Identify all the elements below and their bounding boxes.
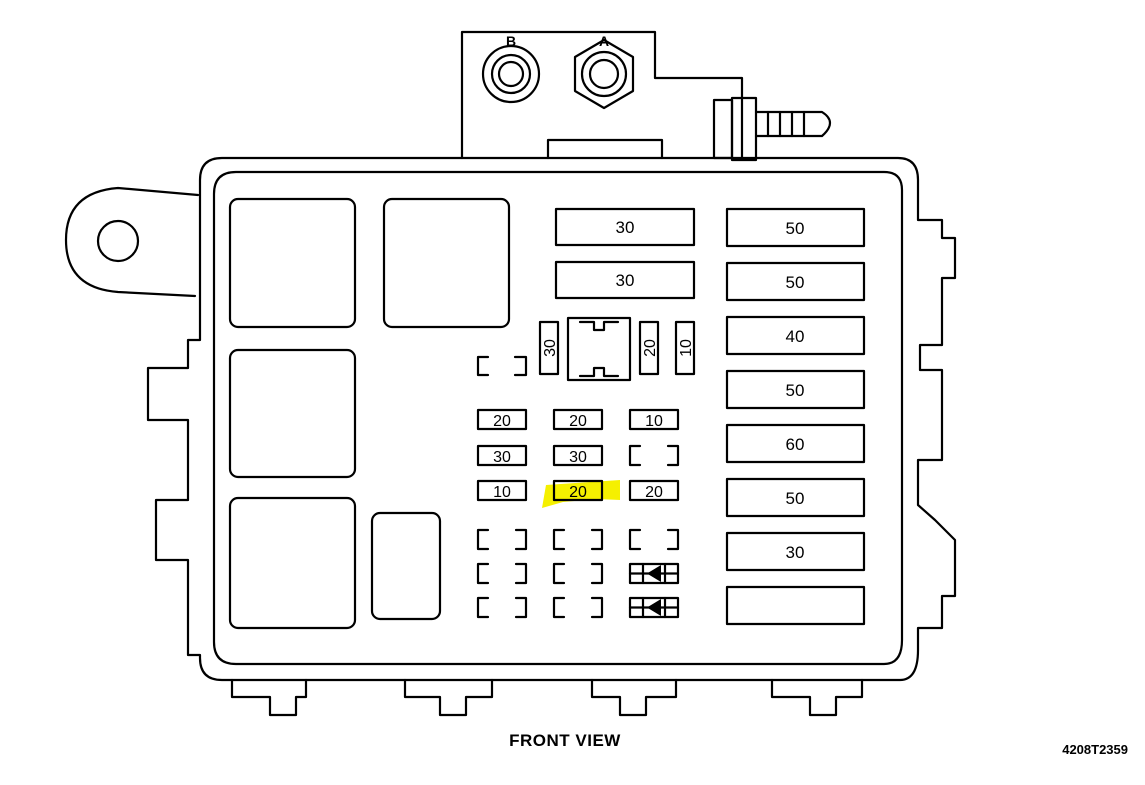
mini-fuse: 20 bbox=[476, 408, 528, 431]
relay bbox=[382, 197, 511, 329]
fuse-rating: 20 bbox=[642, 339, 659, 357]
fuse-rating: 50 bbox=[786, 219, 805, 238]
fuse-rating: 40 bbox=[786, 327, 805, 346]
fuse-rating: 30 bbox=[569, 449, 587, 466]
empty-fuse-slot bbox=[552, 562, 604, 585]
terminal-stud-a bbox=[573, 38, 635, 110]
mini-fuse: 20 bbox=[628, 479, 680, 502]
fuse-rating: 50 bbox=[786, 489, 805, 508]
fuse-rating: 30 bbox=[542, 339, 559, 357]
fuse-rating: 30 bbox=[493, 449, 511, 466]
terminal-label-a: A bbox=[599, 33, 609, 49]
fuse-rating: 30 bbox=[616, 218, 635, 237]
vertical-fuse: 10 bbox=[674, 320, 696, 376]
mini-fuse-highlighted: 20 bbox=[552, 479, 604, 502]
terminal-stud-b bbox=[481, 44, 541, 104]
large-fuse: 50 bbox=[725, 207, 866, 248]
fuse-rating: 20 bbox=[569, 484, 587, 501]
diode-icon bbox=[628, 562, 680, 585]
mini-fuse: 20 bbox=[552, 408, 604, 431]
empty-fuse-slot bbox=[552, 528, 604, 551]
mounting-ear bbox=[64, 186, 200, 298]
fuse-rating: 30 bbox=[786, 543, 805, 562]
relay bbox=[228, 348, 357, 479]
vertical-fuse: 20 bbox=[638, 320, 660, 376]
bottom-tabs bbox=[230, 678, 864, 717]
center-relay bbox=[566, 316, 632, 382]
large-fuse: 60 bbox=[725, 423, 866, 464]
mini-fuse: 10 bbox=[476, 479, 528, 502]
large-fuse: 50 bbox=[725, 261, 866, 302]
fuse-rating: 50 bbox=[786, 273, 805, 292]
mini-fuse: 10 bbox=[628, 408, 680, 431]
empty-fuse-slot bbox=[476, 562, 528, 585]
empty-fuse-slot bbox=[628, 528, 680, 551]
housing-inner bbox=[212, 170, 904, 666]
large-fuse: 50 bbox=[725, 477, 866, 518]
empty-fuse-slot bbox=[476, 528, 528, 551]
fuse-rating: 50 bbox=[786, 381, 805, 400]
empty-fuse-slot bbox=[628, 444, 680, 467]
fuse-rating: 20 bbox=[645, 484, 663, 501]
view-caption: FRONT VIEW bbox=[509, 731, 621, 750]
mini-fuse: 30 bbox=[476, 444, 528, 467]
terminal-label-b: B bbox=[506, 33, 516, 49]
fuse-rating: 20 bbox=[569, 413, 587, 430]
empty-fuse-slot bbox=[476, 596, 528, 619]
large-fuse: 30 bbox=[554, 207, 696, 247]
large-fuse: 30 bbox=[725, 531, 866, 572]
fuse-rating: 30 bbox=[616, 271, 635, 290]
housing-outer bbox=[146, 156, 957, 682]
terminal-bracket bbox=[460, 30, 744, 160]
figure-code: 4208T2359 bbox=[1062, 742, 1128, 757]
large-fuse: 50 bbox=[725, 369, 866, 410]
side-bolt bbox=[712, 96, 832, 162]
fuse-rating: 10 bbox=[645, 413, 663, 430]
relay bbox=[228, 197, 357, 329]
diode-icon bbox=[628, 596, 680, 619]
large-fuse: 40 bbox=[725, 315, 866, 356]
relay-small bbox=[370, 511, 442, 621]
relay bbox=[228, 496, 357, 630]
fuse-rating: 60 bbox=[786, 435, 805, 454]
vertical-fuse: 30 bbox=[538, 320, 560, 376]
fuse-rating: 10 bbox=[678, 339, 695, 357]
empty-fuse-slot bbox=[552, 596, 604, 619]
empty-fuse-slot bbox=[476, 355, 528, 377]
large-fuse: 30 bbox=[554, 260, 696, 300]
fuse-rating: 20 bbox=[493, 413, 511, 430]
large-fuse-slot-empty bbox=[725, 585, 866, 626]
mini-fuse: 30 bbox=[552, 444, 604, 467]
fuse-rating: 10 bbox=[493, 484, 511, 501]
